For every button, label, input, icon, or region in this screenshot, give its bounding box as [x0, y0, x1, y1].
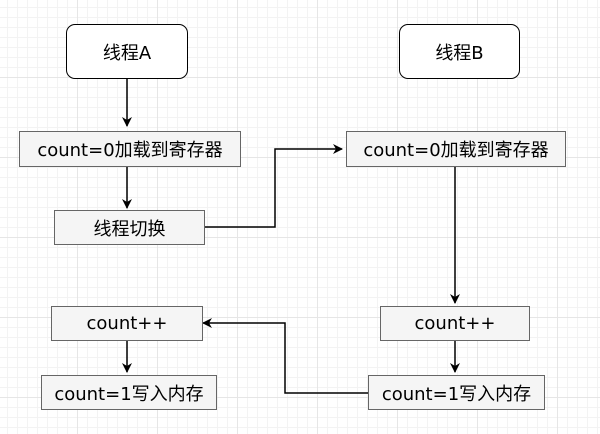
thread-a-node: 线程A	[66, 24, 188, 79]
thread-a-load-label: count=0加载到寄存器	[37, 140, 223, 161]
thread-b-node: 线程B	[399, 24, 520, 79]
thread-b-increment-label: count++	[414, 313, 496, 334]
edge-b-write-to-a-increment	[202, 318, 368, 394]
thread-a-write-node: count=1写入内存	[41, 375, 217, 410]
thread-a-write-label: count=1写入内存	[54, 383, 204, 405]
thread-a-increment-node: count++	[51, 306, 203, 341]
thread-b-load-label: count=0加载到寄存器	[363, 140, 549, 161]
thread-switch-label: 线程切换	[93, 218, 166, 240]
thread-b-label: 线程B	[435, 42, 484, 64]
thread-a-load-node: count=0加载到寄存器	[19, 131, 241, 167]
thread-b-load-node: count=0加载到寄存器	[346, 131, 566, 167]
thread-b-increment-node: count++	[380, 306, 530, 341]
thread-switch-node: 线程切换	[54, 210, 205, 245]
thread-a-label: 线程A	[102, 42, 152, 64]
thread-a-increment-label: count++	[86, 313, 168, 334]
thread-b-write-label: count=1写入内存	[381, 383, 532, 405]
edge-switch-to-b-load	[205, 144, 343, 228]
thread-b-write-node: count=1写入内存	[368, 375, 545, 410]
